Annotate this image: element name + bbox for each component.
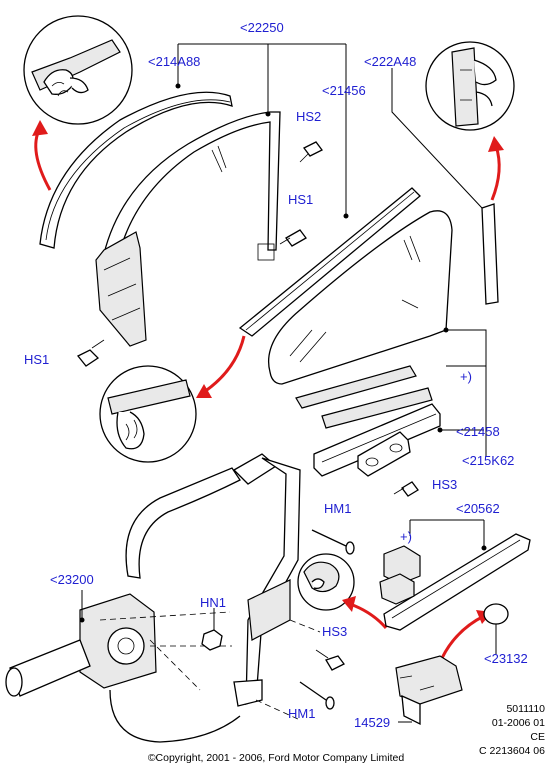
label-23132: <23132 bbox=[484, 651, 528, 666]
rear-weatherstrip bbox=[481, 203, 499, 305]
meta-line-1: 5011110 bbox=[506, 703, 545, 715]
label-20562: <20562 bbox=[456, 501, 500, 516]
leader-lines bbox=[79, 43, 497, 723]
window-regulator bbox=[5, 453, 321, 743]
label-hs1-upper: HS1 bbox=[288, 192, 313, 207]
label-14529: 14529 bbox=[354, 715, 390, 730]
label-215k62: <215K62 bbox=[462, 453, 514, 468]
label-21458: <21458 bbox=[456, 424, 500, 439]
seal-detail-circle-lower bbox=[297, 553, 355, 611]
detail-arrows bbox=[32, 120, 504, 659]
screw-hs1-upper bbox=[279, 229, 307, 247]
label-hs1-left: HS1 bbox=[24, 352, 49, 367]
meta-line-2: 01-2006 01 bbox=[492, 717, 545, 729]
screw-hs2 bbox=[299, 141, 323, 163]
weatherstrip-clips bbox=[379, 545, 421, 605]
door-glass bbox=[268, 210, 453, 385]
screw-hs1-left bbox=[76, 339, 105, 367]
rivet-hm1-upper bbox=[311, 529, 355, 555]
label-214a88: <214A88 bbox=[148, 54, 200, 69]
seal-detail-circle-right bbox=[425, 41, 515, 131]
label-hs2: HS2 bbox=[296, 109, 321, 124]
door-frame-channel bbox=[95, 111, 281, 347]
window-switch bbox=[395, 655, 463, 726]
door-frame-weatherstrip bbox=[39, 91, 233, 249]
label-222a48: <222A48 bbox=[364, 54, 416, 69]
label-22250: <22250 bbox=[240, 20, 284, 35]
callout-labels: <22250 <214A88 <222A48 <21456 HS2 HS1 HS… bbox=[24, 20, 528, 730]
seal-detail-circle-middle bbox=[99, 365, 197, 463]
glass-bracket bbox=[357, 431, 411, 477]
meta-line-3: CE bbox=[530, 731, 545, 743]
label-hm1-lower: HM1 bbox=[288, 706, 315, 721]
label-23200: <23200 bbox=[50, 572, 94, 587]
cap-plug bbox=[483, 603, 509, 625]
label-plus-lower: +) bbox=[400, 529, 412, 544]
rivet-hm1-lower bbox=[299, 681, 335, 710]
screw-hs3-lower bbox=[315, 649, 345, 671]
label-hn1: HN1 bbox=[200, 595, 226, 610]
seal-detail-circle-left bbox=[23, 15, 133, 125]
screw-hs3-upper bbox=[393, 481, 419, 497]
drawing-metadata: 5011110 01-2006 01 CE C 2213604 06 bbox=[479, 703, 545, 757]
label-hs3-upper: HS3 bbox=[432, 477, 457, 492]
belt-weatherstrip bbox=[383, 533, 531, 631]
nut-hn1 bbox=[201, 629, 223, 651]
glass-channel-strips bbox=[295, 365, 441, 477]
label-21456: <21456 bbox=[322, 83, 366, 98]
label-plus-upper: +) bbox=[460, 369, 472, 384]
copyright-notice: ©Copyright, 2001 - 2006, Ford Motor Comp… bbox=[148, 752, 405, 764]
label-hm1-upper: HM1 bbox=[324, 501, 351, 516]
meta-line-4: C 2213604 06 bbox=[479, 745, 545, 757]
glass-run-weatherstrip bbox=[238, 187, 421, 337]
label-hs3-lower: HS3 bbox=[322, 624, 347, 639]
